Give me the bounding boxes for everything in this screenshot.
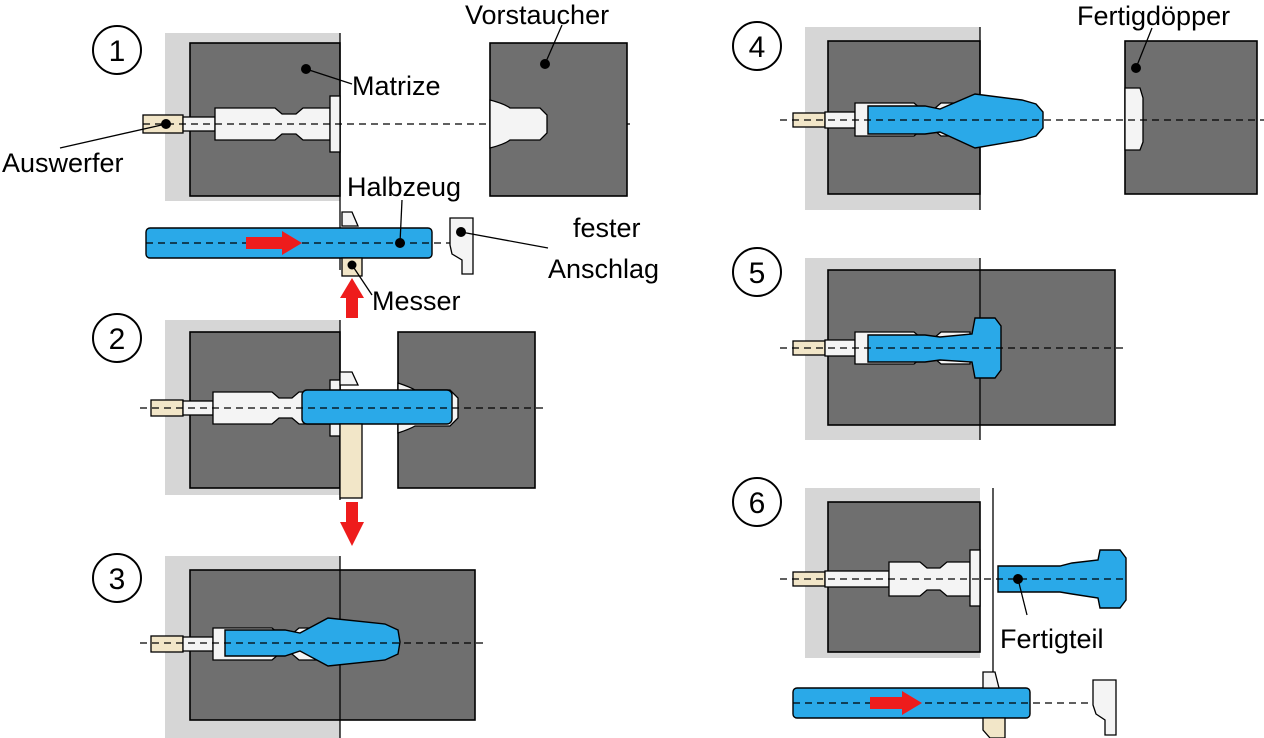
workpiece-5 xyxy=(867,317,1002,379)
step-2 xyxy=(140,320,548,546)
step-number-5: 5 xyxy=(749,257,766,290)
step-4 xyxy=(780,27,1264,210)
leader-anschlag xyxy=(460,231,549,249)
pre-upset-workpiece-3 xyxy=(224,617,401,667)
step-3 xyxy=(140,556,488,738)
label-matrize: Matrize xyxy=(352,71,441,101)
step-number-4: 4 xyxy=(749,31,766,64)
step-numbers: 1 2 3 4 5 6 xyxy=(92,21,782,603)
step-1 xyxy=(59,24,635,318)
labels: Matrize Vorstaucher Auswerfer Halbzeug f… xyxy=(2,0,1230,654)
ejector-3 xyxy=(150,635,184,653)
die-insert-6 xyxy=(969,549,981,607)
label-auswerfer: Auswerfer xyxy=(2,148,124,178)
knife-guide-1 xyxy=(341,211,359,227)
knife-guide-2 xyxy=(339,371,360,386)
label-fertigdoepper: Fertigdöpper xyxy=(1077,1,1230,31)
finish-header-cavity xyxy=(1124,87,1144,151)
label-messer: Messer xyxy=(372,286,461,316)
step-number-1: 1 xyxy=(109,35,126,68)
knife-up-arrow xyxy=(340,278,364,318)
feed-arrow-6 xyxy=(870,691,922,715)
knife-2 xyxy=(339,423,363,499)
workpiece-4 xyxy=(867,93,1044,149)
leader-matrize xyxy=(305,68,353,85)
step-number-3: 3 xyxy=(109,563,126,596)
leader-messer xyxy=(351,264,373,296)
knife-guide-6 xyxy=(982,671,1000,689)
fixed-stop-6 xyxy=(1092,679,1117,736)
knife-down-arrow xyxy=(340,502,364,546)
finish-header-die xyxy=(1124,40,1258,195)
feed-arrow-1 xyxy=(246,231,302,255)
knife-6 xyxy=(982,717,1006,738)
pre-upsetter-cavity xyxy=(489,99,548,149)
ejector-pin-3 xyxy=(182,636,214,652)
step-6 xyxy=(780,488,1128,738)
label-fertigteil: Fertigteil xyxy=(1000,624,1104,654)
step-number-6: 6 xyxy=(749,487,766,520)
step-circle-1 xyxy=(92,25,142,75)
ejector-pin-2 xyxy=(182,400,214,416)
marker-vorstaucher xyxy=(540,59,550,69)
leader-fertigdoepper xyxy=(1135,27,1153,69)
label-fester: fester xyxy=(573,213,641,243)
step-circle-2 xyxy=(92,313,142,363)
ejector-pin-1 xyxy=(182,116,216,132)
step-circle-3 xyxy=(92,553,142,603)
label-anschlag: Anschlag xyxy=(548,254,659,284)
step-circle-6 xyxy=(732,477,782,527)
workpiece-2 xyxy=(301,389,453,425)
step-circle-5 xyxy=(732,247,782,297)
label-vorstaucher: Vorstaucher xyxy=(465,0,609,30)
leader-fertigteil xyxy=(1017,578,1028,616)
step-5 xyxy=(780,258,1128,440)
label-halbzeug: Halbzeug xyxy=(347,172,461,202)
leader-vorstaucher xyxy=(544,24,563,65)
step-number-2: 2 xyxy=(109,323,126,356)
fixed-stop xyxy=(449,217,474,275)
leader-halbzeug xyxy=(399,199,403,244)
leader-auswerfer xyxy=(59,123,167,149)
step-circle-4 xyxy=(732,21,782,71)
